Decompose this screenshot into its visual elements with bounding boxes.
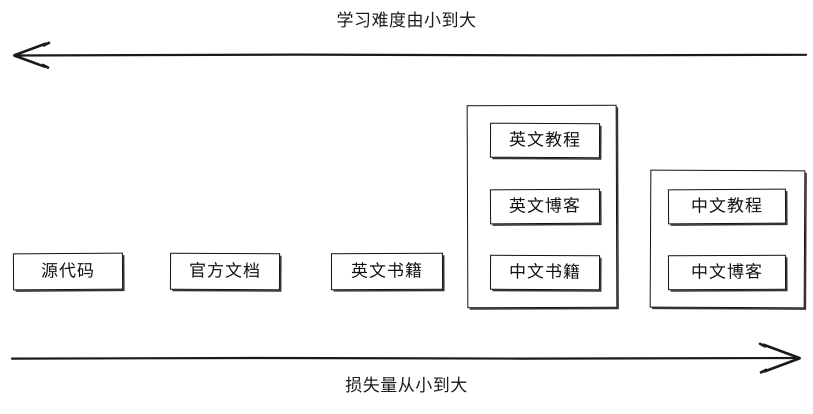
top-axis-arrow [13, 41, 808, 69]
node-label: 英文书籍 [350, 261, 424, 281]
node-english-blog[interactable]: 英文博客 [489, 188, 601, 225]
left-arrow-icon [13, 41, 51, 69]
node-official-docs[interactable]: 官方文档 [169, 252, 281, 291]
node-chinese-books[interactable]: 中文书籍 [489, 254, 601, 291]
node-label: 源代码 [40, 261, 96, 281]
top-axis-label: 学习难度由小到大 [336, 11, 477, 30]
right-arrow-icon [758, 342, 801, 374]
node-label: 中文书籍 [508, 262, 582, 282]
bottom-axis-label: 损失量从小到大 [345, 376, 468, 395]
node-label: 中文教程 [690, 196, 764, 216]
node-label: 英文博客 [508, 196, 582, 216]
node-label: 官方文档 [188, 261, 262, 281]
node-label: 中文博客 [690, 262, 764, 282]
node-english-books[interactable]: 英文书籍 [330, 252, 444, 291]
node-chinese-blog[interactable]: 中文博客 [667, 254, 787, 291]
node-source-code[interactable]: 源代码 [12, 252, 124, 291]
node-english-tutorial[interactable]: 英文教程 [489, 122, 601, 159]
node-label: 英文教程 [508, 130, 582, 150]
node-chinese-tutorial[interactable]: 中文教程 [667, 188, 787, 225]
